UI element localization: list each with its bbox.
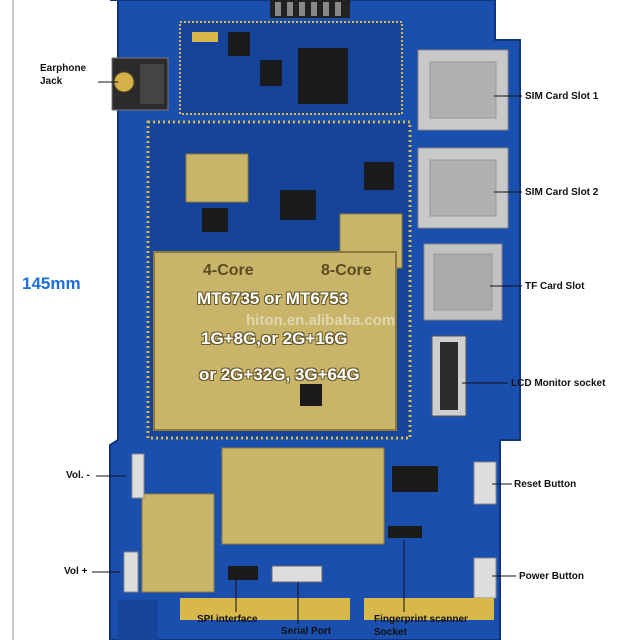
- reset-button-label: Reset Button: [514, 479, 577, 490]
- gps-shield: [185, 153, 249, 203]
- bottom-gold-fingers: [180, 598, 350, 620]
- vol-plus-button: [123, 551, 139, 593]
- soc-shield: [153, 251, 397, 431]
- serial-port: [271, 565, 323, 583]
- chip-model-line: MT6735 or MT6753: [197, 289, 349, 308]
- earphone-jack-label: Earphone Jack: [40, 63, 87, 87]
- watermark: hiton.en.alibaba.com: [246, 312, 396, 329]
- vol-minus-button: [131, 453, 145, 499]
- reset-button: [473, 461, 497, 505]
- core-left-label: 4-Core: [203, 262, 254, 279]
- codec-ic: [298, 48, 348, 104]
- sim-card-slot-1-label: SIM Card Slot 1: [525, 91, 599, 102]
- spi-interface-label: SPI interface: [197, 614, 258, 625]
- fingerprint-socket: [388, 526, 422, 538]
- callout-lines: [92, 81, 522, 624]
- power-button: [473, 557, 497, 599]
- core-right-label: 8-Core: [321, 262, 372, 279]
- fingerprint-scanner-socket-label: Fingerprint scanner Socket: [374, 614, 468, 638]
- side-shield: [141, 493, 215, 593]
- sim-card-slot-2-label: SIM Card Slot 2: [525, 187, 599, 198]
- power-button-label: Power Button: [519, 571, 584, 582]
- vol-plus-label: Vol +: [64, 566, 88, 577]
- spi-connector: [228, 566, 258, 580]
- lcd-monitor-socket-label: LCD Monitor socket: [511, 378, 606, 389]
- top-module: [179, 21, 403, 115]
- tf-card-slot-label: TF Card Slot: [525, 281, 585, 292]
- chip-memory-line-1: 1G+8G,or 2G+16G: [201, 329, 348, 348]
- chip-memory-line-2: or 2G+32G, 3G+64G: [199, 365, 360, 384]
- vol-minus-label: Vol. -: [66, 470, 90, 481]
- dimension-label: 145mm: [22, 274, 81, 293]
- lower-shield: [221, 447, 385, 545]
- serial-port-label: Serial Port: [281, 626, 332, 637]
